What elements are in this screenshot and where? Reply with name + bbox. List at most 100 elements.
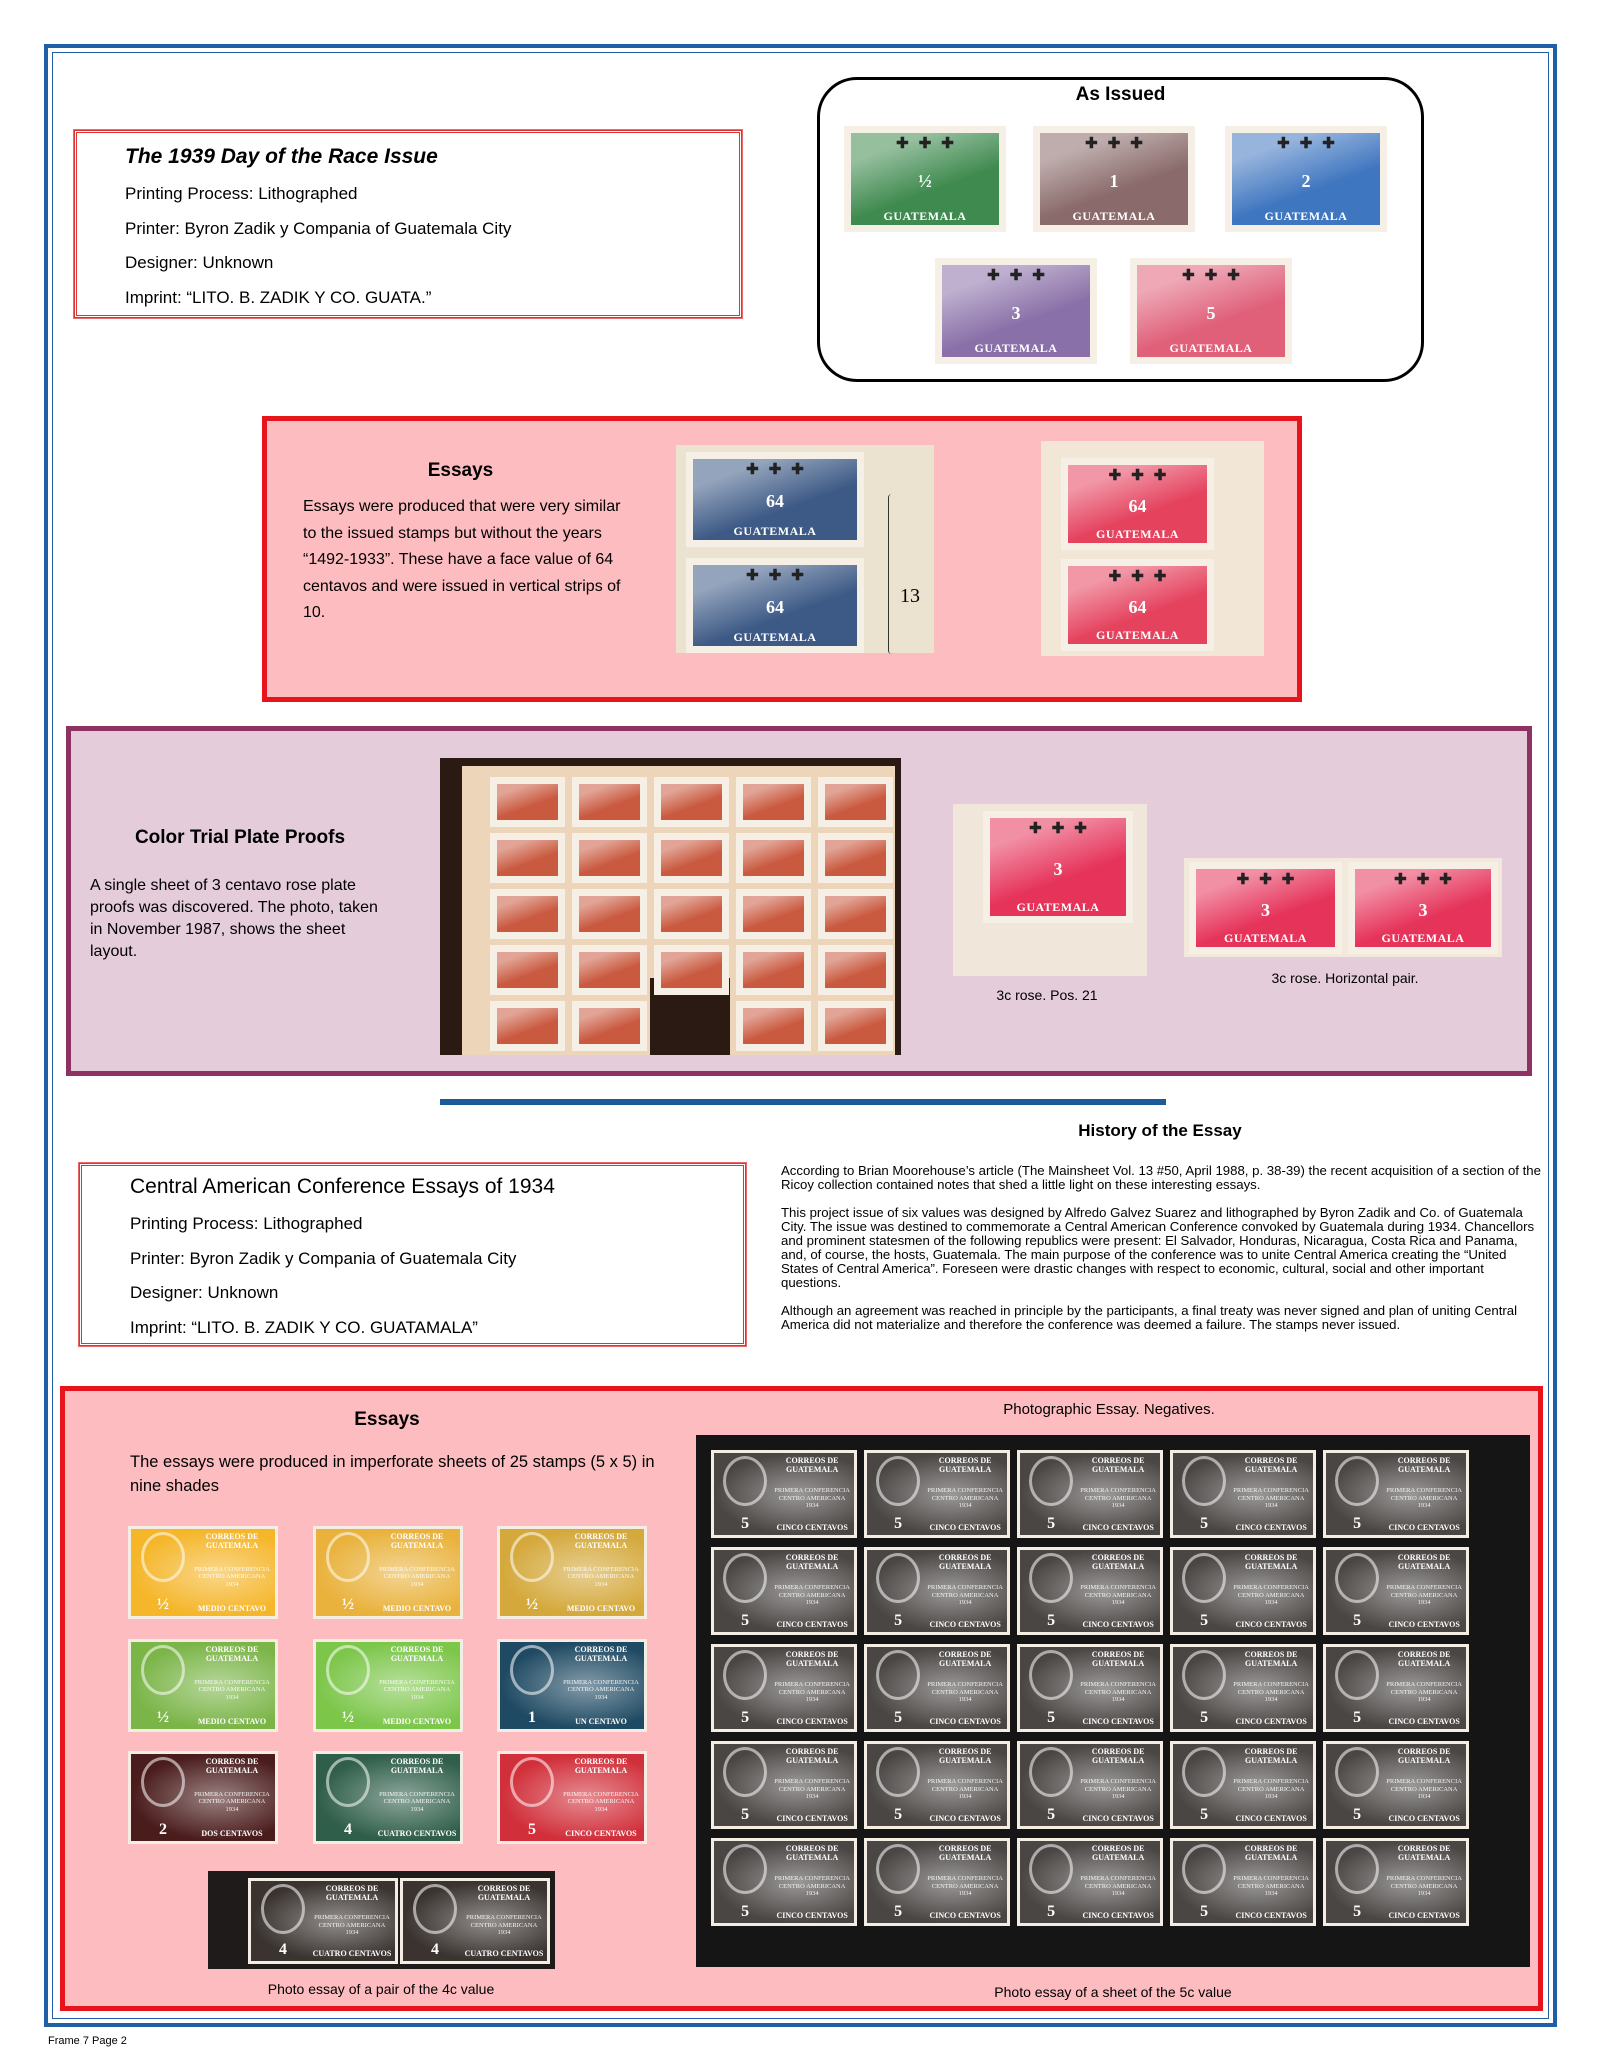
stamp-image: [825, 1008, 886, 1044]
color-trial-heading: Color Trial Plate Proofs: [134, 827, 346, 848]
stamp-denomination: MEDIO CENTAVO: [382, 1717, 452, 1726]
stamp-middle-text: PRIMERA CONFERENCIA CENTRO AMERICANA 193…: [774, 1584, 850, 1607]
position-21-caption: 3c rose. Pos. 21: [996, 987, 1098, 1003]
stamp-country: GUATEMALA: [733, 630, 817, 644]
flag-stamp: [654, 889, 729, 939]
stamp-left: 5: [1329, 1844, 1385, 1920]
coat-of-arms-icon: [1029, 1553, 1074, 1603]
flag-stamp: [736, 833, 811, 883]
stamp-value: ½: [156, 1596, 169, 1613]
stamp-crosses: ✚✚✚: [1182, 267, 1240, 284]
stamp-denomination: MEDIO CENTAVO: [197, 1717, 267, 1726]
stamp-value: 5: [1353, 1903, 1362, 1920]
stamp-crosses: ✚✚✚: [746, 461, 804, 478]
stamp-middle-text: PRIMERA CONFERENCIA CENTRO AMERICANA 193…: [194, 1790, 270, 1813]
stamp-top-text: CORREOS DE GUATEMALA: [1397, 1844, 1451, 1862]
cross-icon: ✚: [1394, 871, 1407, 888]
flag-stamp: [572, 833, 647, 883]
stamp-denomination: CINCO CENTAVOS: [1082, 1911, 1154, 1920]
imprint: Imprint: “LITO. B. ZADIK Y CO. GUATAMALA…: [130, 1317, 478, 1337]
coat-of-arms-icon: [325, 1757, 370, 1807]
stamp-middle-text: PRIMERA CONFERENCIA CENTRO AMERICANA 193…: [1386, 1875, 1462, 1898]
stamp-image: [661, 840, 722, 876]
flag-stamp: [736, 945, 811, 995]
stamp-image: [497, 896, 558, 932]
stamp-denomination: CINCO CENTAVOS: [1388, 1717, 1460, 1726]
cross-icon: ✚: [1107, 135, 1121, 152]
stamp-left: 5: [1176, 1747, 1232, 1823]
coat-of-arms-icon: [876, 1650, 921, 1700]
cross-icon: ✚: [1153, 467, 1167, 484]
stamp-country: GUATEMALA: [1016, 900, 1100, 914]
conference-1934-info-box: Central American Conference Essays of 19…: [79, 1163, 746, 1346]
coat-of-arms-icon: [1182, 1844, 1227, 1894]
printer: Printer: Byron Zadik y Compania of Guate…: [130, 1248, 517, 1268]
stamp-top-text: CORREOS DE GUATEMALA: [1397, 1747, 1451, 1765]
coat-of-arms-icon: [1335, 1650, 1380, 1700]
stamp-value: 64: [1128, 495, 1147, 516]
stamp-middle-text: PRIMERA CONFERENCIA CENTRO AMERICANA 193…: [314, 1914, 390, 1937]
stamp-value: 3: [1261, 899, 1270, 920]
designer: Designer: Unknown: [130, 1283, 279, 1302]
stamp-middle-text: PRIMERA CONFERENCIA CENTRO AMERICANA 193…: [774, 1681, 850, 1704]
stamp-image: [743, 784, 804, 820]
stamp-image: [825, 784, 886, 820]
stamp-top-text: CORREOS DE GUATEMALA: [1397, 1650, 1451, 1668]
stamp-value: 5: [1353, 1612, 1362, 1629]
printing-process: Printing Process: Lithographed: [130, 1214, 363, 1233]
stamp-middle-text: PRIMERA CONFERENCIA CENTRO AMERICANA 193…: [1386, 1681, 1462, 1704]
stamp-left: ½: [319, 1645, 377, 1726]
flag-stamp: [818, 777, 893, 827]
cross-icon: ✚: [791, 461, 804, 478]
stamp-left: 5: [717, 1747, 773, 1823]
issue-1939-info-box: The 1939 Day of the Race Issue Printing …: [74, 130, 742, 318]
stamp-denomination: CINCO CENTAVOS: [1235, 1911, 1307, 1920]
stamp-middle-text: PRIMERA CONFERENCIA CENTRO AMERICANA 193…: [1080, 1875, 1156, 1898]
cross-icon: ✚: [1281, 871, 1295, 888]
cross-icon: ✚: [1085, 135, 1098, 152]
stamp-middle-text: PRIMERA CONFERENCIA CENTRO AMERICANA 193…: [1386, 1778, 1462, 1801]
cross-icon: ✚: [746, 567, 759, 584]
cross-icon: ✚: [1416, 871, 1430, 888]
coat-of-arms-icon: [1029, 1844, 1074, 1894]
stamp-middle-text: PRIMERA CONFERENCIA CENTRO AMERICANA 193…: [1080, 1584, 1156, 1607]
stamp-left: ½: [134, 1645, 192, 1726]
stamp-crosses: ✚✚✚: [1277, 135, 1335, 152]
stamp-denomination: CINCO CENTAVOS: [929, 1911, 1001, 1920]
stamp-top-text: CORREOS DE GUATEMALA: [938, 1553, 992, 1571]
coat-of-arms-icon: [723, 1456, 768, 1506]
stamp-denomination: CINCO CENTAVOS: [1082, 1814, 1154, 1823]
stamp-right: CORREOS DE GUATEMALA PRIMERA CONFERENCIA …: [1385, 1747, 1463, 1823]
coat-of-arms-icon: [876, 1553, 921, 1603]
stamp-top-text: CORREOS DE GUATEMALA: [785, 1456, 839, 1474]
stamp-left: 5: [870, 1844, 926, 1920]
stamp-middle-text: PRIMERA CONFERENCIA CENTRO AMERICANA 193…: [379, 1565, 455, 1588]
stamp-value: 2: [158, 1821, 167, 1838]
stamp-denomination: CINCO CENTAVOS: [1388, 1911, 1460, 1920]
stamp-left: 5: [1023, 1747, 1079, 1823]
stamp-top-text: CORREOS DE GUATEMALA: [938, 1456, 992, 1474]
stamp-left: 5: [717, 1844, 773, 1920]
stamp-right: CORREOS DE GUATEMALA PRIMERA CONFERENCIA …: [1385, 1844, 1463, 1920]
